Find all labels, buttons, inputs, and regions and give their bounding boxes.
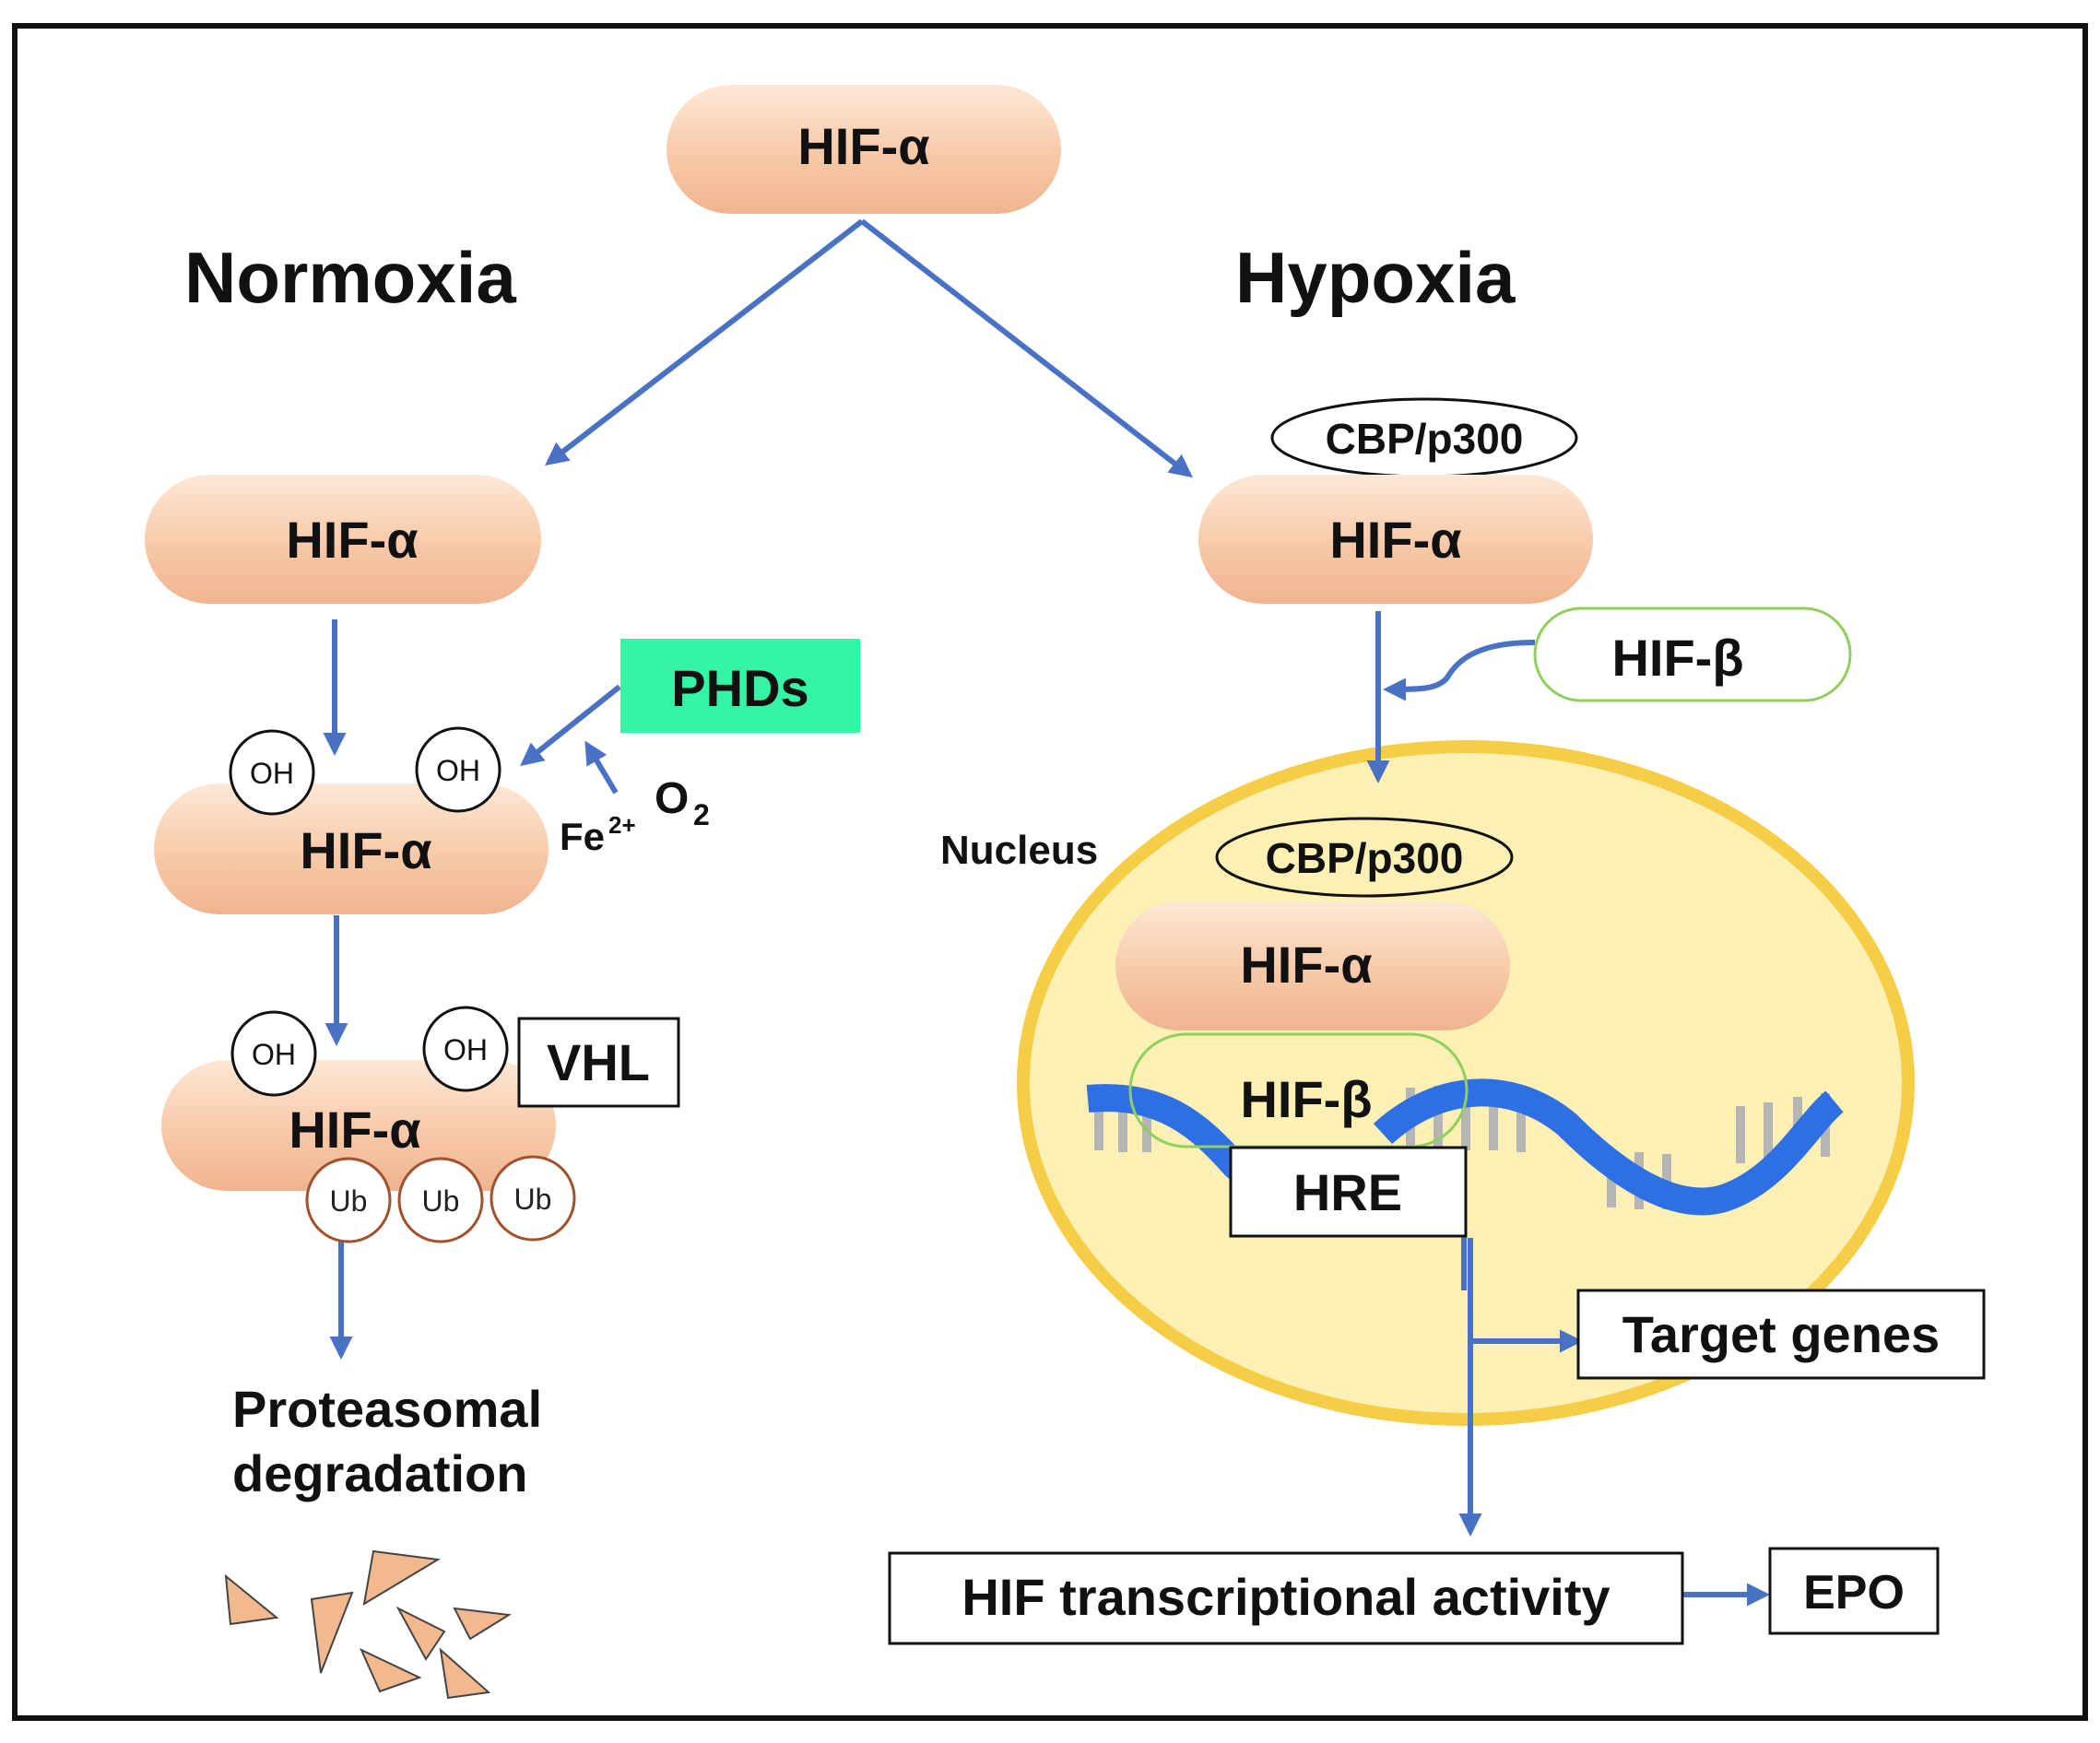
hypoxia-hif-alpha-label-2: HIF-α [1240, 936, 1372, 994]
transcriptional-activity-label: HIF transcriptional activity [962, 1568, 1610, 1626]
ubiquitin-label-2: Ub [422, 1184, 460, 1218]
normoxia-hif-alpha-pill-1 [145, 475, 541, 604]
arrow-to-normoxia [545, 218, 864, 466]
hydroxyl-label-3: OH [252, 1038, 296, 1071]
top-hif-alpha-pill [667, 85, 1061, 214]
degradation-label-line2: degradation [232, 1444, 527, 1502]
hypoxia-heading: Hypoxia [1235, 237, 1516, 318]
ubiquitin-2: Ub [397, 1157, 484, 1243]
normoxia-hif-alpha-label-3: HIF-α [289, 1101, 420, 1159]
oxygen-subscript: 2 [693, 798, 710, 831]
hydroxyl-group-2: OH [415, 726, 501, 813]
hre-label: HRE [1293, 1163, 1402, 1221]
hydroxyl-group-1: OH [229, 729, 315, 816]
nucleus-label: Nucleus [940, 828, 1098, 873]
top-hif-alpha-label: HIF-α [797, 117, 929, 175]
ubiquitin-label-1: Ub [330, 1184, 368, 1218]
phds-box [620, 639, 860, 733]
ubiquitin-1: Ub [305, 1157, 392, 1243]
ubiquitin-3: Ub [490, 1155, 576, 1242]
hypoxia-hif-alpha-pill-2 [1115, 901, 1510, 1030]
normoxia-heading: Normoxia [184, 237, 516, 318]
arrow-to-hypoxia [860, 218, 1193, 478]
hydroxyl-group-3: OH [230, 1010, 317, 1097]
hydroxyl-label-4: OH [443, 1033, 488, 1066]
hre-box [1229, 1146, 1468, 1238]
normoxia-hif-alpha-pill-2 [154, 783, 549, 914]
arrow-phds [520, 684, 621, 767]
arrow-hif-beta-join [1382, 640, 1536, 701]
cbp-p300-label-2: CBP/p300 [1266, 834, 1464, 882]
hif-beta-label-1: HIF-β [1611, 629, 1743, 687]
iron-charge-label: 2+ [608, 811, 636, 839]
pathway-arrows [323, 218, 1771, 1607]
degradation-label-line1: Proteasomal [232, 1380, 542, 1438]
protein-fragments [224, 1549, 512, 1700]
hydroxyl-label-1: OH [250, 757, 294, 790]
epo-box [1768, 1547, 1940, 1635]
cbp-p300-label-1: CBP/p300 [1326, 415, 1524, 463]
oxygen-label: O [655, 774, 689, 823]
arrow-cofactors [584, 740, 619, 795]
hydroxyl-group-4: OH [422, 1006, 509, 1092]
transcriptional-activity-box [888, 1551, 1684, 1645]
iron-cofactor-label: Fe [560, 815, 605, 858]
hypoxia-hif-alpha-label-1: HIF-α [1329, 511, 1461, 569]
vhl-box [517, 1017, 680, 1108]
hydroxyl-label-2: OH [436, 754, 480, 787]
target-genes-box [1576, 1289, 1986, 1380]
cbp-p300-ellipse-2 [1215, 817, 1514, 898]
normoxia-hif-alpha-label-2: HIF-α [300, 821, 431, 879]
epo-label: EPO [1803, 1566, 1905, 1619]
target-genes-label: Target genes [1622, 1305, 1940, 1363]
phds-label: PHDs [671, 659, 808, 717]
hif-beta-pill-1 [1533, 607, 1852, 702]
vhl-label: VHL [547, 1033, 650, 1091]
normoxia-hif-alpha-label-1: HIF-α [286, 511, 418, 569]
ubiquitin-label-3: Ub [514, 1183, 552, 1216]
hif-beta-label-2: HIF-β [1240, 1070, 1372, 1128]
hypoxia-hif-alpha-pill-1 [1198, 475, 1593, 604]
